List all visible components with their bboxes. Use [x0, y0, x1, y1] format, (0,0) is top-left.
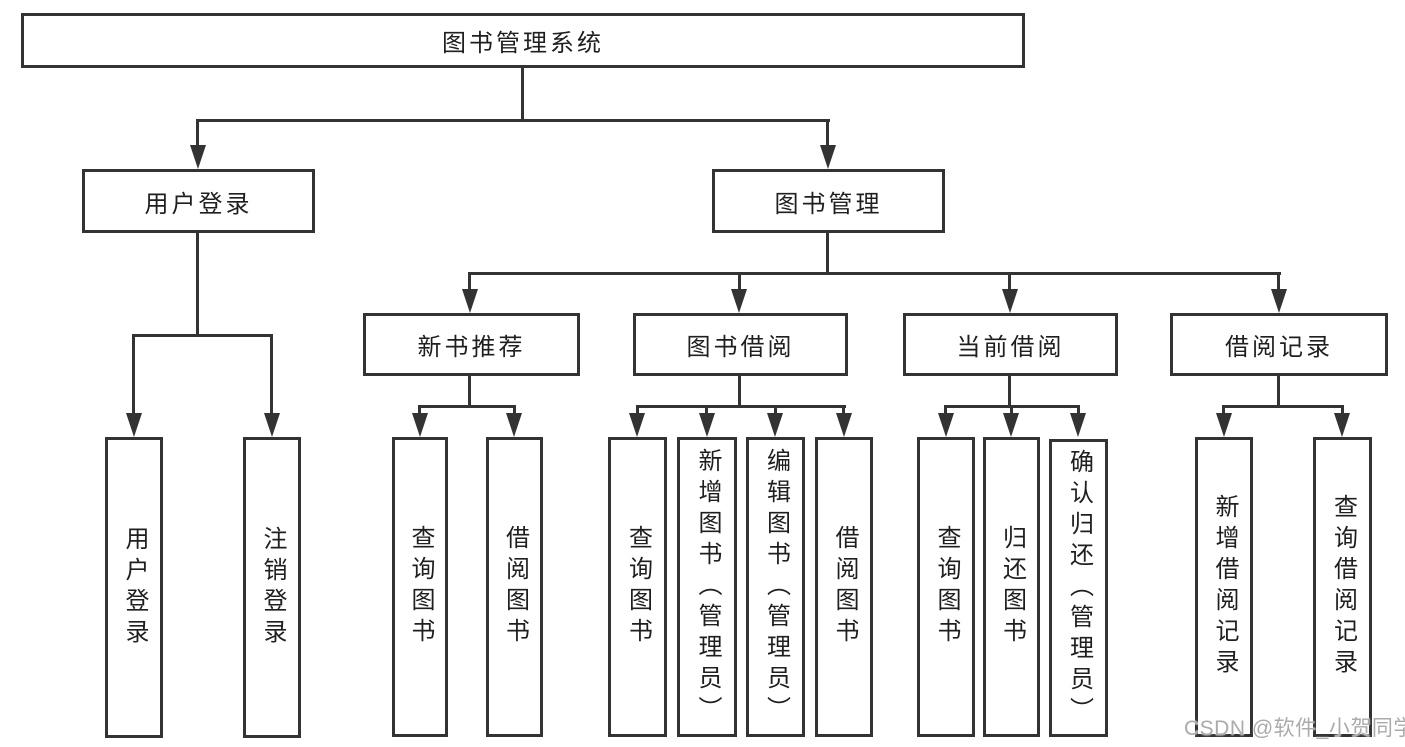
arrow-down-icon: [462, 289, 478, 313]
leaf-add-borrow-record-label: 新增借阅记录: [1211, 494, 1238, 680]
connector-section1-bus: [636, 405, 846, 408]
connector-user-login-stem: [196, 233, 199, 337]
leaf-query-borrow-record: 查询借阅记录: [1313, 437, 1372, 737]
leaf-edit-book-admin: 编辑图书（管理员）: [746, 437, 805, 737]
connector-drop-book-borrow: [738, 272, 741, 289]
node-new-book-recommend: 新书推荐: [363, 313, 580, 376]
node-book-management: 图书管理: [712, 169, 945, 233]
connector-drop-user-login: [196, 119, 199, 147]
node-new-book-recommend-label: 新书推荐: [417, 334, 526, 361]
arrow-down-icon: [731, 289, 747, 313]
node-borrow-record-label: 借阅记录: [1225, 334, 1333, 361]
arrow-down-icon: [767, 413, 783, 437]
connector-root-stem: [521, 68, 524, 122]
node-current-borrow: 当前借阅: [903, 313, 1118, 376]
connector-drop-new-book: [468, 272, 471, 289]
node-book-borrow: 图书借阅: [633, 313, 848, 376]
arrow-down-icon: [264, 413, 280, 437]
arrow-down-icon: [1002, 289, 1018, 313]
connector-drop-leaf: [842, 405, 845, 413]
leaf-add-book-admin-label: 新增图书（管理员）: [694, 447, 721, 727]
leaf-user-login-label: 用户登录: [121, 525, 148, 650]
leaf-user-login: 用户登录: [105, 437, 163, 738]
node-user-login-label: 用户登录: [144, 190, 253, 218]
connector-book-mgmt-bus: [469, 272, 1281, 275]
leaf-return-book: 归还图书: [983, 437, 1040, 737]
node-book-management-label: 图书管理: [774, 190, 883, 218]
node-borrow-record: 借阅记录: [1170, 313, 1388, 376]
connector-drop-leaf: [636, 405, 639, 413]
leaf-add-borrow-record: 新增借阅记录: [1195, 437, 1253, 737]
node-current-borrow-label: 当前借阅: [956, 334, 1065, 361]
leaf-query-book-label: 查询图书: [624, 525, 652, 649]
arrow-down-icon: [1003, 413, 1019, 437]
connector-user-login-bus: [132, 334, 273, 337]
connector-section3-bus: [1222, 405, 1344, 408]
arrow-down-icon: [836, 413, 852, 437]
arrow-down-icon: [820, 145, 836, 169]
connector-drop-leaf: [418, 405, 421, 413]
leaf-add-book-admin: 新增图书（管理员）: [677, 437, 737, 737]
connector-section2-stem: [1008, 376, 1011, 408]
leaf-logout: 注销登录: [243, 437, 301, 738]
leaf-query-book-recommend: 查询图书: [392, 437, 448, 737]
connector-section0-stem: [468, 376, 471, 408]
node-book-borrow-label: 图书借阅: [686, 334, 795, 361]
connector-drop-login-leaf: [132, 334, 135, 413]
arrow-down-icon: [1334, 413, 1350, 437]
leaf-borrow-book-label: 借阅图书: [501, 525, 529, 649]
connector-drop-leaf: [774, 405, 777, 413]
connector-drop-leaf: [1077, 405, 1080, 413]
arrow-down-icon: [1070, 413, 1086, 437]
connector-drop-logout-leaf: [270, 334, 273, 413]
leaf-borrow-book: 借阅图书: [815, 437, 873, 737]
connector-section1-stem: [738, 376, 741, 408]
arrow-down-icon: [126, 413, 142, 437]
connector-section3-stem: [1277, 376, 1280, 408]
node-library-system-label: 图书管理系统: [442, 30, 604, 57]
leaf-query-book-label: 查询图书: [407, 525, 434, 649]
leaf-borrow-book-label: 借阅图书: [831, 525, 858, 649]
connector-drop-leaf: [1222, 405, 1225, 413]
leaf-query-borrow-record-label: 查询借阅记录: [1329, 494, 1357, 680]
leaf-query-book-label: 查询图书: [933, 525, 960, 649]
arrow-down-icon: [506, 413, 522, 437]
leaf-confirm-return-admin: 确认归还（管理员）: [1049, 439, 1108, 737]
leaf-logout-label: 注销登录: [259, 525, 286, 650]
connector-drop-leaf: [513, 405, 516, 413]
arrow-down-icon: [1216, 413, 1232, 437]
node-library-system: 图书管理系统: [21, 13, 1025, 68]
connector-drop-book-management: [826, 119, 829, 147]
leaf-borrow-book-recommend: 借阅图书: [486, 437, 543, 737]
leaf-confirm-return-admin-label: 确认归还（管理员）: [1065, 448, 1093, 728]
connector-drop-leaf: [944, 405, 947, 413]
connector-root-bus: [196, 119, 830, 122]
connector-section0-bus: [418, 405, 516, 408]
leaf-return-book-label: 归还图书: [998, 525, 1026, 649]
connector-book-mgmt-stem: [826, 233, 829, 275]
node-user-login: 用户登录: [82, 169, 315, 233]
connector-drop-current-borrow: [1008, 272, 1011, 289]
arrow-down-icon: [938, 413, 954, 437]
leaf-edit-book-admin-label: 编辑图书（管理员）: [762, 447, 790, 727]
connector-drop-leaf: [1341, 405, 1344, 413]
arrow-down-icon: [412, 413, 428, 437]
csdn-watermark: CSDN @软件_小贺同学: [1184, 717, 1405, 740]
arrow-down-icon: [699, 413, 715, 437]
arrow-down-icon: [629, 413, 645, 437]
arrow-down-icon: [190, 145, 206, 169]
connector-drop-borrow-record: [1277, 272, 1280, 289]
connector-drop-leaf: [1010, 405, 1013, 413]
leaf-query-book-borrow: 查询图书: [608, 437, 667, 737]
connector-drop-leaf: [705, 405, 708, 413]
leaf-query-book-current: 查询图书: [917, 437, 975, 737]
arrow-down-icon: [1271, 289, 1287, 313]
